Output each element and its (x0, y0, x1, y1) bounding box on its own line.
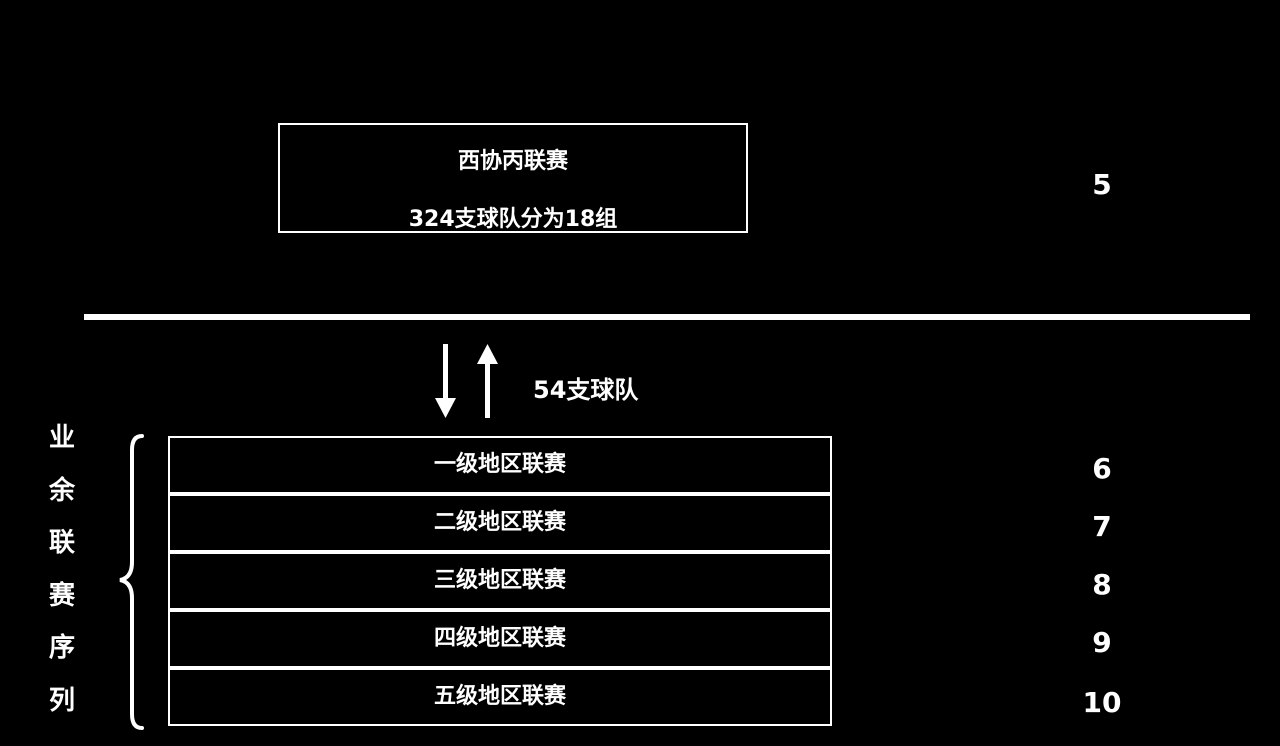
tier-level-3: 8 (1092, 568, 1112, 601)
divider-line (84, 314, 1250, 320)
top-league-box: 西协丙联赛 324支球队分为18组 (278, 123, 748, 233)
amateur-label-char: 联 (48, 528, 75, 558)
amateur-label-char: 序 (48, 633, 75, 663)
top-league-detail: 324支球队分为18组 (408, 207, 618, 232)
exchange-arrows (435, 344, 498, 418)
amateur-label-char: 列 (48, 685, 75, 716)
tier-level-1: 6 (1092, 452, 1112, 485)
tier-box-2: 二级地区联赛 (168, 494, 832, 552)
tier-box-5: 五级地区联赛 (168, 668, 832, 726)
amateur-label-char: 余 (48, 475, 75, 506)
top-league-name: 西协丙联赛 (457, 149, 568, 174)
curly-brace-icon (119, 434, 144, 730)
amateur-label-char: 赛 (48, 580, 75, 611)
tier-box-1: 一级地区联赛 (168, 436, 832, 494)
exchange-label: 54支球队 (533, 376, 639, 404)
tier-box-3: 三级地区联赛 (168, 552, 832, 610)
amateur-label-char: 业 (48, 423, 75, 453)
tier-level-4: 9 (1092, 626, 1112, 659)
tier-box-4: 四级地区联赛 (168, 610, 832, 668)
amateur-series-label: 业 余 联 赛 序 列 (40, 412, 84, 727)
arrow-up-icon (477, 344, 498, 418)
tier-level-2: 7 (1092, 510, 1112, 543)
tier-level-5: 10 (1082, 686, 1122, 719)
arrow-down-icon (435, 344, 456, 418)
top-league-level: 5 (1092, 168, 1112, 201)
